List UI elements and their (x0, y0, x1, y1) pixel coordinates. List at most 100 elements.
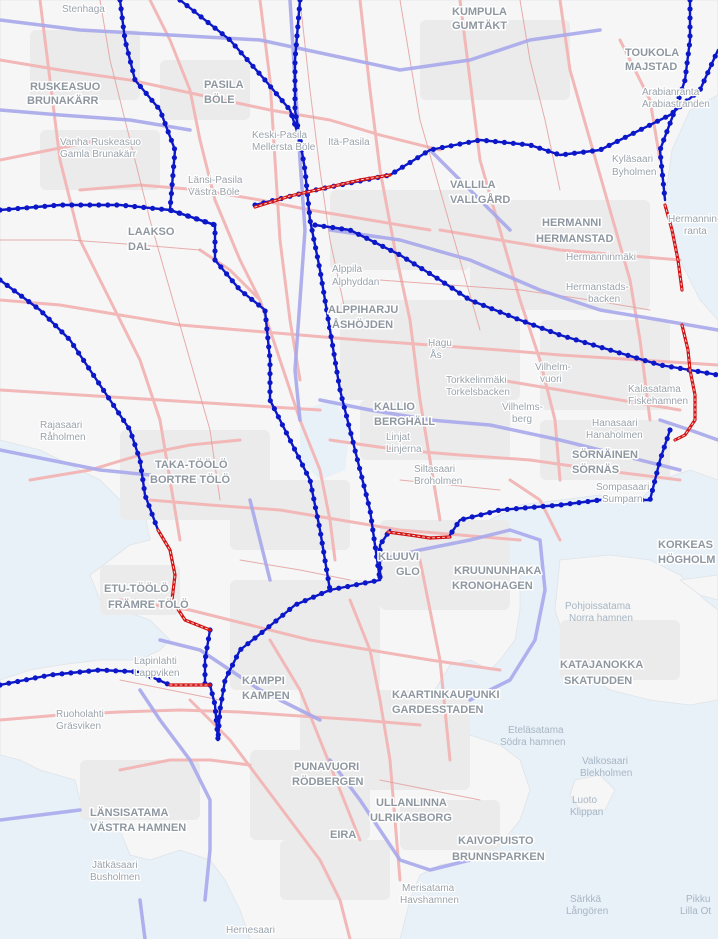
network-dot (149, 511, 155, 517)
network-dot (267, 362, 273, 368)
network-dot (415, 155, 421, 161)
network-dot (483, 138, 490, 144)
network-dot (419, 266, 425, 272)
network-dot (364, 235, 370, 241)
network-dot (120, 24, 126, 30)
network-dot (585, 498, 591, 505)
network-line-c[interactable] (0, 203, 217, 227)
network-dot (129, 433, 135, 439)
network-dot (356, 231, 362, 237)
network-dot (203, 654, 209, 660)
network-dot (687, 6, 693, 12)
network-dot (392, 169, 398, 175)
network-dot (336, 585, 342, 591)
network-dot (319, 590, 325, 597)
network-dot (123, 203, 129, 209)
network-dot (245, 641, 251, 647)
network-dot (684, 60, 690, 66)
network-dot (472, 299, 478, 305)
network-dot (4, 282, 10, 288)
label-katajanokka: KATAJANOKKA (560, 659, 643, 671)
network-dot (53, 323, 59, 329)
label-alphyddan: Alphyddan (332, 277, 379, 288)
label-rodbergen: RÖDBERGEN (292, 775, 364, 788)
network-dot (96, 380, 102, 386)
network-dot (339, 396, 345, 402)
label-kaivopuisto: KAIVOPUISTO (458, 835, 534, 847)
network-dot (267, 398, 273, 404)
network-dot (155, 104, 161, 110)
network-dot (148, 674, 154, 680)
network-dot (404, 256, 410, 262)
label-rajasaari: Rajasaari (40, 420, 82, 431)
label-framre-tolo: FRÄMRE TÖLÖ (108, 598, 189, 611)
network-dot (372, 239, 378, 245)
label-hogholmen: HÖGHOLM (658, 553, 715, 566)
label-taka-toolo: TAKA-TÖÖLÖ (155, 458, 228, 471)
network-dot (540, 503, 546, 509)
network-dot (652, 479, 658, 485)
label-sompasaari: Sompasaari (596, 482, 649, 493)
network-dot (312, 222, 318, 228)
network-dot (478, 512, 484, 518)
bay-tooloonlahti (300, 400, 350, 480)
label-kallio: KALLIO (374, 401, 415, 413)
network-dot (299, 462, 306, 468)
network-dot (293, 114, 299, 120)
network-dot (51, 202, 57, 209)
network-dot (141, 204, 147, 210)
network-dot (372, 545, 378, 551)
network-dot (212, 25, 218, 31)
network-dot (608, 347, 614, 353)
network-dot (713, 372, 718, 378)
network-dot (222, 678, 228, 684)
network-dot (580, 149, 587, 155)
label-hernesaari: Hernesaari (226, 925, 275, 936)
segment-itapasila[interactable] (253, 173, 392, 209)
network-dot (654, 118, 661, 124)
network-dot (176, 210, 182, 216)
network-dot (76, 350, 82, 356)
label-sodra-hamnen: Södra hamnen (500, 737, 566, 748)
network-dot (346, 422, 352, 428)
network-dot (658, 145, 664, 152)
network-dot (411, 261, 417, 267)
network-dot (328, 334, 334, 340)
network-dot (121, 417, 127, 423)
network-dot (140, 477, 146, 483)
network-dot (229, 662, 236, 668)
network-dot (0, 682, 3, 688)
network-dot (388, 247, 394, 253)
label-keski-pasila: Keski-Pasila (252, 130, 307, 141)
label-pasila: PASILA (204, 79, 244, 91)
network-dot (686, 42, 693, 48)
network-dot (422, 150, 428, 156)
network-dot (321, 223, 327, 229)
network-dot (316, 263, 322, 269)
network-dot (117, 0, 123, 3)
network-dot (68, 670, 74, 676)
label-lappviken: Lappviken (134, 668, 180, 679)
network-dot (198, 14, 204, 20)
network-dot (457, 290, 463, 296)
label-majstad: MAJSTAD (625, 61, 677, 73)
label-hagu: Hagu (428, 338, 452, 349)
network-dot (352, 448, 358, 454)
network-dot (449, 529, 455, 535)
network-dot (377, 556, 383, 562)
network-dot (712, 53, 718, 59)
network-dot (339, 226, 345, 232)
network-dot (302, 598, 308, 604)
network-dot (283, 430, 289, 436)
label-jatkasaari: Jätkäsaari (92, 860, 138, 871)
network-dot (232, 43, 238, 49)
network-dot (171, 146, 178, 152)
network-dot (91, 372, 97, 378)
network-dot (327, 325, 333, 331)
network-dot (598, 146, 604, 152)
network-dot (377, 574, 383, 580)
network-dot (40, 310, 46, 316)
network-dot (212, 230, 218, 236)
label-valkosaari: Valkosaari (582, 756, 628, 767)
